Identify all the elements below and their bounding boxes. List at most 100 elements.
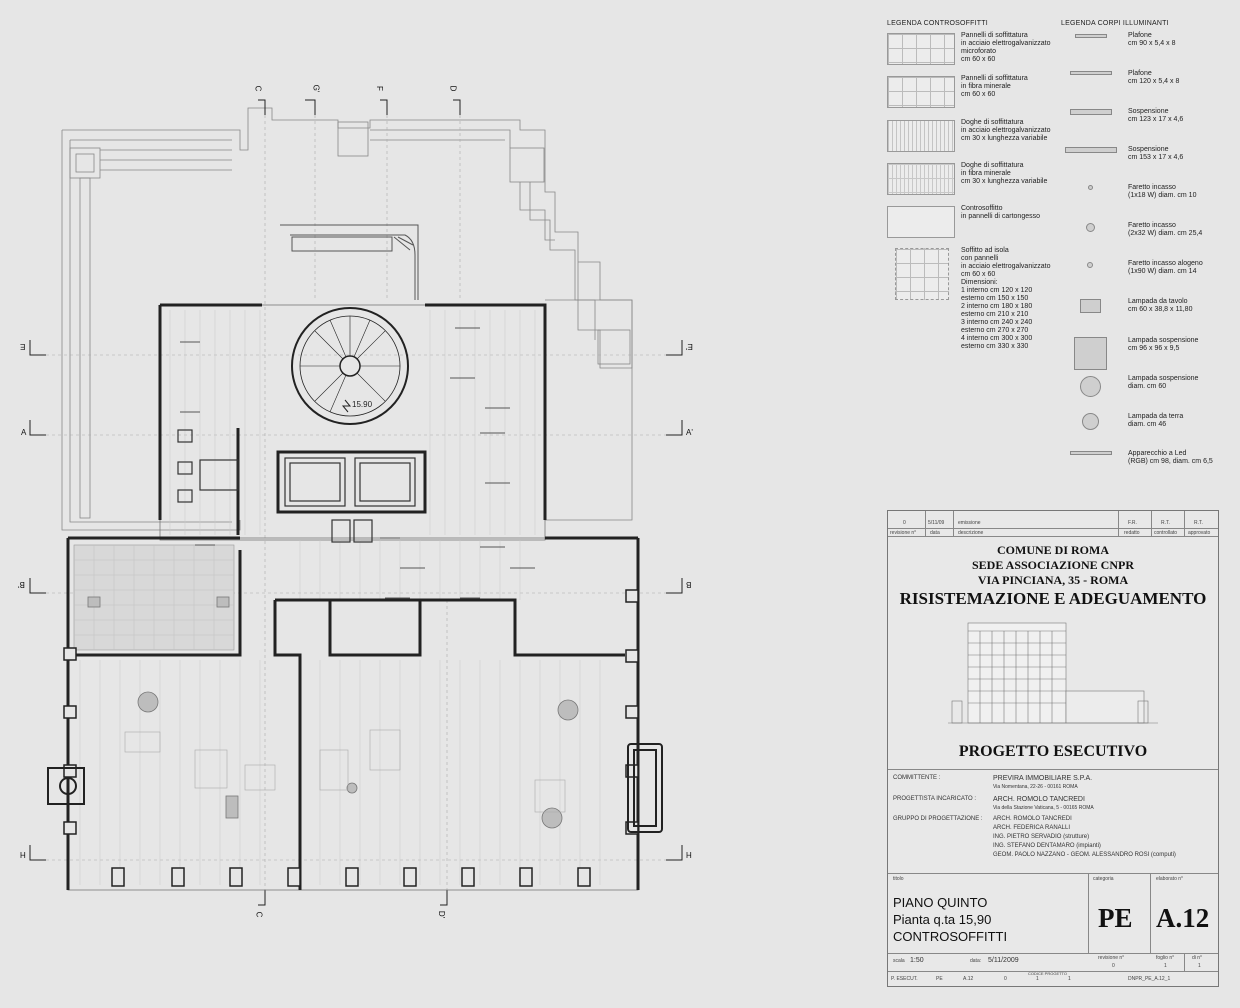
rev-header-drawn: redatto xyxy=(1124,530,1140,536)
di-label: di n° xyxy=(1192,955,1203,961)
section-label-top-1: C xyxy=(253,85,263,92)
rev-approved: R.T. xyxy=(1194,520,1203,526)
client-line-2: SEDE ASSOCIAZIONE CNPR xyxy=(971,558,1135,572)
section-label-right-1: E' xyxy=(686,342,693,351)
ceiling-item-3: Doghe di soffittatura in acciaio elettro… xyxy=(961,119,1051,142)
section-label-left-4: H xyxy=(20,850,26,859)
rev-number: 0 xyxy=(903,520,906,526)
light-item-8: Lampada da tavolo cm 60 x 38,8 x 11,80 xyxy=(1128,298,1193,313)
gruppo-member-4: ING. STEFANO DENTAMARO (impianti) xyxy=(993,843,1101,849)
ceiling-swatch-5 xyxy=(887,206,955,238)
light-symbol-9 xyxy=(1074,337,1107,370)
rev-checked: R.T. xyxy=(1161,520,1170,526)
footer-revisione: 0 xyxy=(1004,976,1007,982)
gruppo-member-2: ARCH. FEDERICA RANALLI xyxy=(993,825,1071,831)
rev-drawn: F.R. xyxy=(1128,520,1137,526)
light-symbol-4 xyxy=(1065,147,1117,153)
scala-value: 1:50 xyxy=(910,957,924,964)
light-symbol-3 xyxy=(1070,109,1112,115)
footer-di: 1 xyxy=(1068,976,1071,982)
phase-title: PROGETTO ESECUTIVO xyxy=(958,743,1148,760)
drawing-title-line-3: CONTROSOFFITTI xyxy=(893,929,1008,944)
section-label-left-3: B' xyxy=(18,580,25,589)
revisione-value: 0 xyxy=(1112,963,1115,969)
rev-description: emissione xyxy=(958,520,981,526)
revisione-label: revisione n° xyxy=(1098,955,1125,961)
ceiling-item-4: Doghe di soffittatura in fibra minerale … xyxy=(961,162,1048,185)
gruppo-label: GRUPPO DI PROGETTAZIONE : xyxy=(893,816,983,822)
section-label-right-4: H xyxy=(686,850,692,859)
progettista-label: PROGETTISTA INCARICATO : xyxy=(893,796,977,802)
section-label-left-1: E xyxy=(20,342,26,351)
section-label-bottom-1: C xyxy=(254,911,264,918)
footer-file-code: DNPR_PE_A.12_1 xyxy=(1128,976,1171,982)
light-item-9: Lampada sospensione cm 96 x 96 x 9,5 xyxy=(1128,337,1199,352)
section-label-right-3: B xyxy=(686,580,692,589)
light-item-2: Plafone cm 120 x 5,4 x 8 xyxy=(1128,70,1180,85)
gruppo-member-1: ARCH. ROMOLO TANCREDI xyxy=(993,816,1072,822)
light-symbol-12 xyxy=(1070,451,1112,455)
drawing-title-line-1: PIANO QUINTO xyxy=(893,895,988,910)
client-line-1: COMUNE DI ROMA xyxy=(997,543,1109,557)
light-symbol-7 xyxy=(1087,262,1093,268)
ceiling-swatch-3 xyxy=(887,120,955,152)
data-value: 5/11/2009 xyxy=(988,957,1019,964)
light-item-10: Lampada sospensione diam. cm 60 xyxy=(1128,375,1199,390)
rev-header-date: data xyxy=(930,530,940,536)
categoria-code: PE xyxy=(1098,903,1133,933)
titolo-label: titolo xyxy=(893,876,904,882)
footer-foglio: 1 xyxy=(1036,976,1039,982)
light-symbol-8 xyxy=(1080,299,1101,313)
footer-categoria: PE xyxy=(936,976,943,982)
footer-fase: P. ESECUT. xyxy=(891,976,918,982)
committente-label: COMMITTENTE : xyxy=(893,775,941,781)
light-item-1: Plafone cm 90 x 5,4 x 8 xyxy=(1128,32,1176,47)
light-symbol-5 xyxy=(1088,185,1093,190)
section-label-top-2: G' xyxy=(311,84,321,93)
scala-label: scala xyxy=(893,958,905,964)
light-item-5: Faretto incasso (1x18 W) diam. cm 10 xyxy=(1128,184,1197,199)
committente-name: PREVIRA IMMOBILIARE S.P.A. xyxy=(993,775,1093,782)
ceiling-item-6: Soffitto ad isola con pannelli in acciai… xyxy=(961,247,1051,350)
di-value: 1 xyxy=(1198,963,1201,969)
foglio-label: foglio n° xyxy=(1156,955,1175,961)
rev-date: 5/11/09 xyxy=(928,520,945,526)
light-symbol-1 xyxy=(1075,34,1107,38)
ceiling-swatch-6 xyxy=(895,248,949,300)
rev-header-checked: controllato xyxy=(1154,530,1178,536)
rev-header-description: descrizione xyxy=(958,530,984,536)
floor-plan: 15.90 xyxy=(29,99,683,906)
committente-address: Via Nomentana, 22-26 - 00161 ROMA xyxy=(993,784,1078,790)
section-label-left-2: A xyxy=(21,428,27,437)
foglio-value: 1 xyxy=(1164,963,1167,969)
elevation-icon xyxy=(341,399,352,413)
light-item-11: Lampada da terra diam. cm 46 xyxy=(1128,413,1184,428)
footer-elaborato: A.12 xyxy=(963,976,974,982)
ceiling-item-2: Pannelli di soffittatura in fibra minera… xyxy=(961,75,1028,98)
light-item-12: Apparecchio a Led (RGB) cm 98, diam. cm … xyxy=(1128,450,1213,465)
title-block: 0 5/11/09 emissione F.R. R.T. R.T. revis… xyxy=(887,510,1219,987)
ceiling-item-5: Controsoffitto in pannelli di cartongess… xyxy=(961,205,1040,220)
ceiling-swatch-1 xyxy=(887,33,955,65)
ceiling-swatch-2 xyxy=(887,76,955,108)
data-label: data: xyxy=(970,958,982,964)
light-item-7: Faretto incasso alogeno (1x90 W) diam. c… xyxy=(1128,260,1203,275)
light-symbol-10 xyxy=(1080,376,1101,397)
light-item-3: Sospensione cm 123 x 17 x 4,6 xyxy=(1128,108,1184,123)
section-label-bottom-2: D' xyxy=(437,910,447,919)
client-line-3: VIA PINCIANA, 35 - ROMA xyxy=(977,573,1129,587)
gruppo-member-3: ING. PIETRO SERVADIO (strutture) xyxy=(993,834,1090,840)
ceiling-swatch-4 xyxy=(887,163,955,195)
elaborato-label: elaborato n° xyxy=(1156,876,1184,882)
section-label-right-2: A' xyxy=(686,428,693,437)
gruppo-member-5: GEOM. PAOLO NAZZANO - GEOM. ALESSANDRO R… xyxy=(993,852,1176,858)
rev-header-approved: approvato xyxy=(1188,530,1211,536)
elevation-label: 15.90 xyxy=(352,400,373,409)
section-label-top-4: D xyxy=(448,85,458,92)
progettista-address: Via della Stazione Vaticana, 5 - 00165 R… xyxy=(993,805,1094,811)
light-symbol-6 xyxy=(1086,223,1095,232)
categoria-label: categoria xyxy=(1093,876,1114,882)
progettista-name: ARCH. ROMOLO TANCREDI xyxy=(993,796,1085,803)
rev-header-number: revisione n° xyxy=(890,530,917,536)
building-elevation-drawing xyxy=(948,622,1158,724)
